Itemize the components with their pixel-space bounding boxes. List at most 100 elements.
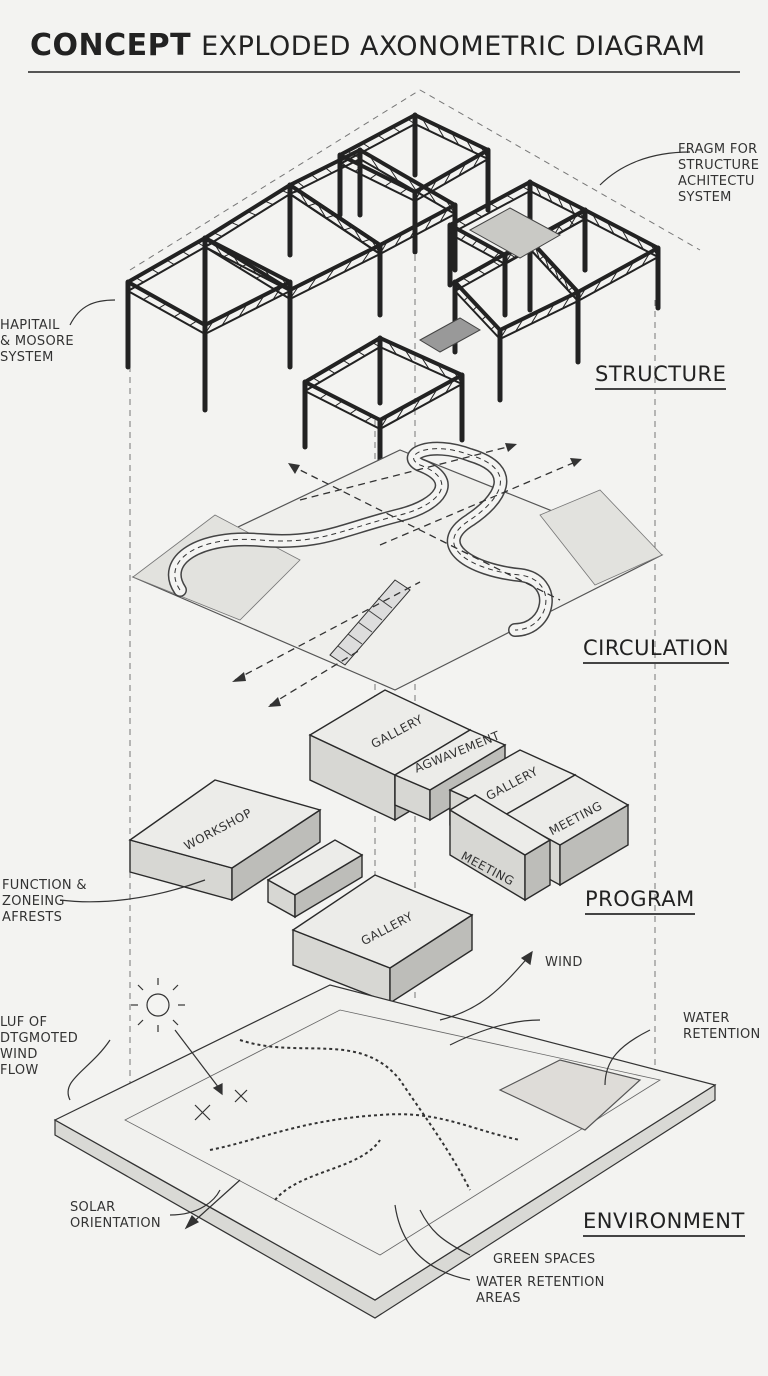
truss-web xyxy=(472,153,482,168)
beam xyxy=(414,123,489,160)
truss-web xyxy=(499,325,509,340)
section-structure: STRUCTURE xyxy=(595,362,727,390)
beam xyxy=(577,256,659,302)
beam xyxy=(359,158,456,215)
callout-arrow xyxy=(599,151,691,186)
beam xyxy=(339,163,416,202)
truss-web xyxy=(621,228,630,243)
truss-web xyxy=(388,166,399,182)
truss-web xyxy=(568,201,575,214)
truss-web xyxy=(407,118,416,125)
beam xyxy=(204,246,291,300)
wind-arrow xyxy=(439,954,531,1021)
truss-web xyxy=(319,392,328,400)
callout-arrow xyxy=(59,879,206,903)
truss-web xyxy=(379,415,389,430)
truss-web xyxy=(255,294,265,309)
truss-web xyxy=(238,263,248,269)
beam xyxy=(289,253,381,300)
block-top xyxy=(393,729,507,791)
truss-web xyxy=(635,236,644,250)
truss-web xyxy=(462,277,471,284)
truss-web xyxy=(641,251,651,267)
truss-web xyxy=(443,170,452,185)
truss-web xyxy=(471,239,478,247)
truss-web xyxy=(384,180,393,187)
truss-web xyxy=(296,181,305,188)
gallery-block xyxy=(291,874,474,1005)
annotation-water-retention: WATER RETENTION xyxy=(683,1011,761,1042)
truss-web xyxy=(316,202,327,219)
truss-web xyxy=(473,211,483,218)
beam xyxy=(379,346,463,385)
truss-web xyxy=(334,214,345,231)
structure-frame-bay xyxy=(202,182,383,363)
title-bold: CONCEPT xyxy=(30,28,192,63)
truss-web xyxy=(264,200,274,206)
truss-web xyxy=(392,126,401,133)
truss-web xyxy=(561,295,571,310)
truss-web xyxy=(272,284,282,290)
block-top xyxy=(266,839,364,896)
truss-web xyxy=(579,212,586,220)
truss-web xyxy=(553,265,560,281)
structure-frame-bay xyxy=(125,235,293,413)
truss-web xyxy=(407,177,418,193)
annotation-solar-orientation: SOLAR ORIENTATION xyxy=(70,1200,161,1231)
block-top xyxy=(128,779,322,869)
truss-web xyxy=(591,213,601,228)
truss-web xyxy=(490,324,496,330)
truss-web xyxy=(460,233,467,241)
truss-web xyxy=(339,158,348,165)
truss-web xyxy=(387,341,397,355)
structure-frame xyxy=(125,112,661,488)
truss-web xyxy=(361,249,372,264)
sun-icon xyxy=(146,993,170,1017)
truss-web xyxy=(338,160,347,167)
beam xyxy=(584,218,659,258)
beam xyxy=(289,193,381,255)
hatched-deck xyxy=(468,207,562,259)
truss-web xyxy=(609,269,619,284)
truss-web xyxy=(458,162,467,177)
truss-web xyxy=(436,125,445,139)
block-top xyxy=(448,794,552,856)
truss-web xyxy=(465,139,474,153)
truss-web xyxy=(457,220,467,226)
beam xyxy=(449,190,531,235)
truss-web xyxy=(454,286,460,292)
annotation-wind: WIND xyxy=(545,955,583,970)
truss-web xyxy=(505,194,515,201)
truss-web xyxy=(166,259,175,266)
truss-web xyxy=(568,218,575,226)
truss-web xyxy=(399,187,408,195)
truss-web xyxy=(472,305,478,311)
truss-web xyxy=(489,203,499,209)
truss-web xyxy=(414,187,423,202)
truss-web xyxy=(158,303,167,309)
truss-web xyxy=(625,260,635,276)
truss-web xyxy=(364,415,373,422)
truss-web xyxy=(213,232,223,237)
truss-web xyxy=(482,245,489,253)
truss-web xyxy=(342,359,351,366)
truss-web xyxy=(557,195,564,209)
meeting-block xyxy=(448,794,552,902)
section-program: PROGRAM xyxy=(585,887,695,915)
workshop-block xyxy=(128,779,322,902)
structure-frame-bay xyxy=(452,237,581,403)
truss-web xyxy=(142,294,152,301)
section-circulation: CIRCULATION xyxy=(583,636,730,664)
beam xyxy=(304,390,381,430)
truss-web xyxy=(372,341,381,348)
truss-web xyxy=(394,232,403,247)
structure-frame-bay xyxy=(337,112,491,255)
truss-web xyxy=(409,224,418,239)
truss-web xyxy=(327,368,336,374)
truss-web xyxy=(477,268,486,275)
program-layer xyxy=(128,689,630,1005)
annotation-water-retention-areas: WATER RETENTION AREAS xyxy=(476,1275,605,1306)
truss-web xyxy=(424,216,433,231)
beam xyxy=(127,246,206,292)
truss-web xyxy=(325,267,336,282)
